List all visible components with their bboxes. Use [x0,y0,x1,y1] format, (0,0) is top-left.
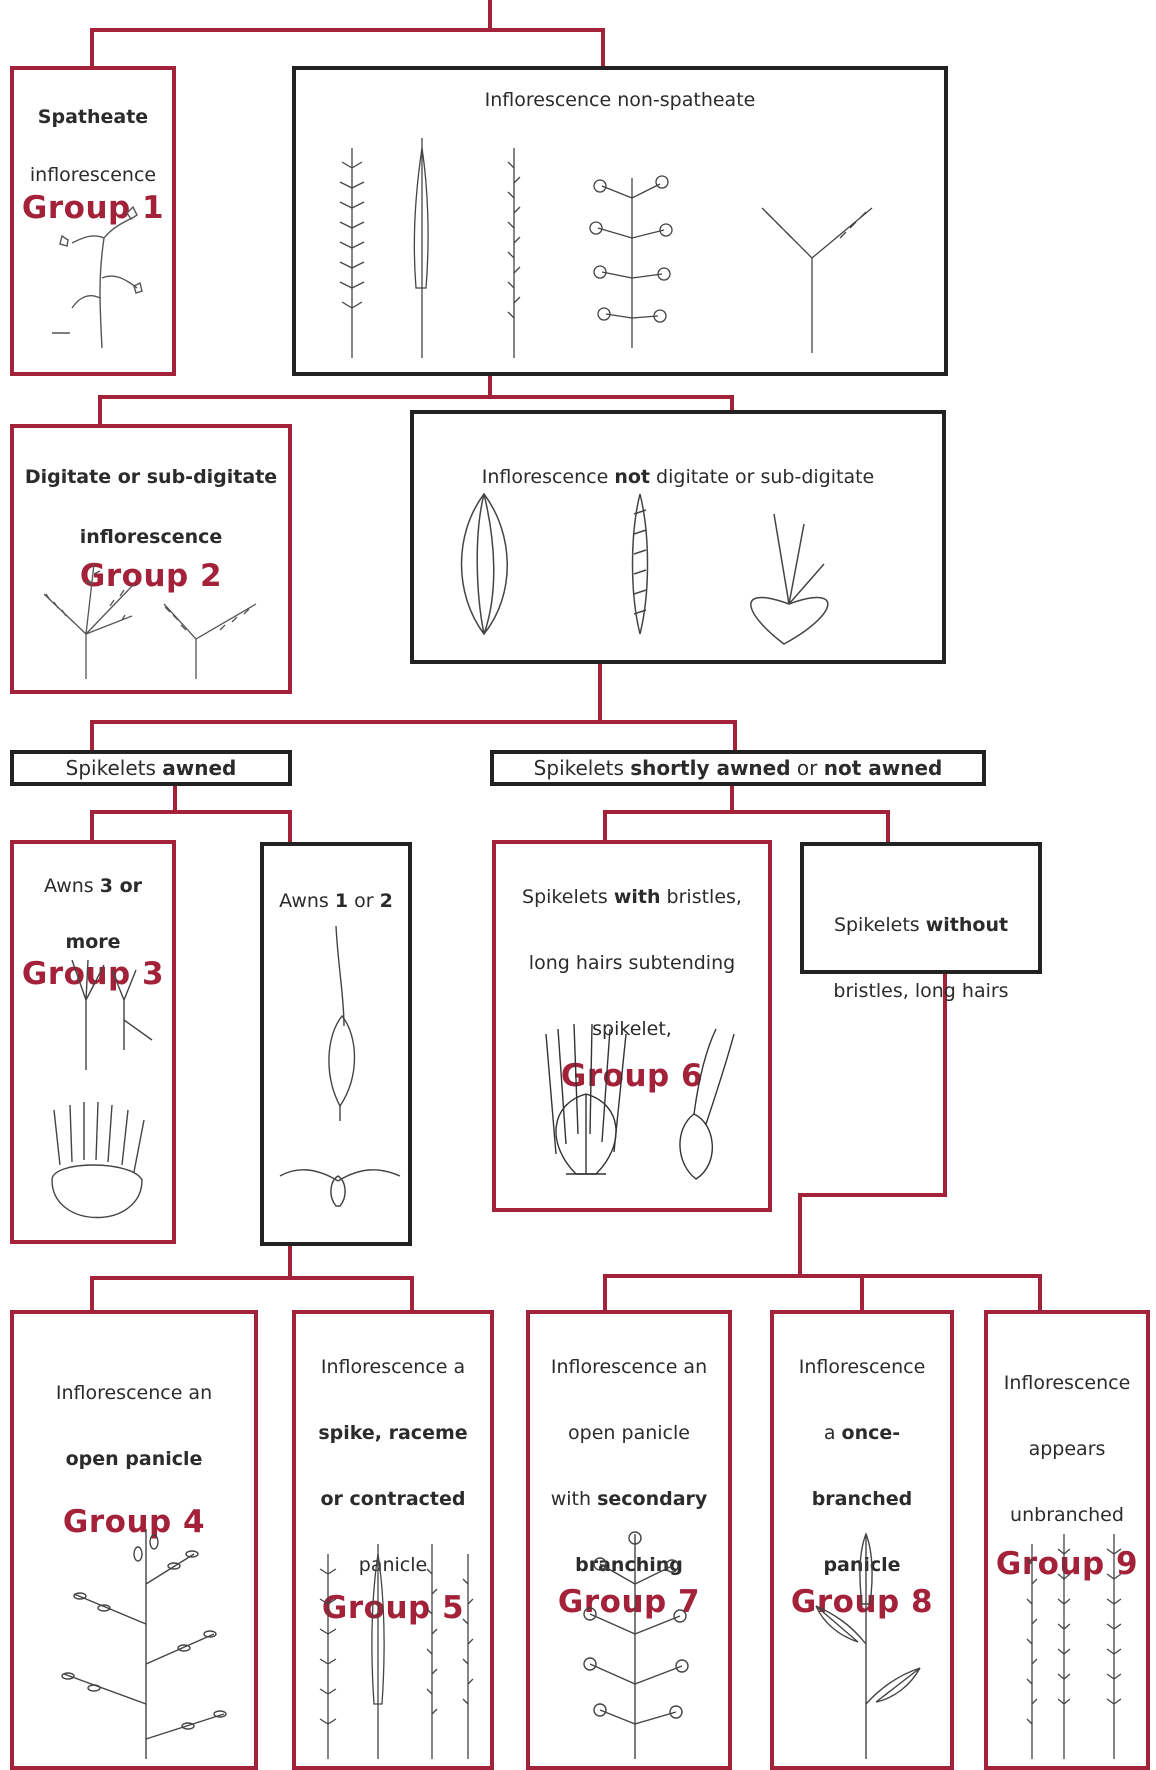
group-4-box: Inflorescence an open panicle Group 4 [10,1310,258,1770]
bristled-spikelet-illustration [526,1024,746,1194]
unbranched-inflorescence-illustration [998,1524,1144,1764]
group-5-line1: Inflorescence a [321,1356,465,1378]
group-6-bold: with [614,886,661,908]
group-3-bold2: more [65,931,120,953]
group-7-line1: Inflorescence an [551,1356,707,1378]
group-2-line1: Digitate or sub-digitate [25,466,277,488]
without-pre: Spikelets [834,914,926,936]
group-6-line2: long hairs subtending [529,952,735,974]
secondary-branched-panicle-illustration [560,1524,710,1764]
group-6-post: bristles, [661,886,742,908]
without-bold: without [926,914,1008,936]
awned-bold: awned [162,756,236,780]
group-7-line3: with [551,1488,597,1510]
one-two-awn-illustration [274,906,406,1236]
group-2-box: Digitate or sub-digitate inflorescence G… [10,424,292,694]
group-8-box: Inflorescence a once- branched panicle G… [770,1310,954,1770]
group-5-bold2: or contracted [321,1488,466,1510]
short-awned-bold1: shortly awned [630,756,790,780]
group-1-box: Spatheate inflorescence Group 1 [10,66,176,376]
group-4-line1: Inflorescence an [56,1382,212,1404]
short-awned-bold2: not awned [824,756,943,780]
group-1-line1: Spatheate [38,106,148,128]
group-6-pre: Spikelets [522,886,614,908]
without-line2: bristles, long hairs [833,980,1008,1002]
three-awn-spikelet-illustration [32,960,162,1240]
group-7-line2: open panicle [568,1422,690,1444]
group-6-box: Spikelets with bristles, long hairs subt… [492,840,772,1212]
spike-raceme-illustration [308,1534,486,1764]
group-4-bold: open panicle [66,1448,203,1470]
spatheate-inflorescence-illustration [42,198,152,358]
spikelets-shortly-awned-label: Spikelets shortly awned or not awned [490,750,986,786]
group-1-line2: inflorescence [30,164,156,186]
non-spatheate-text: Inflorescence non-spatheate [296,70,944,117]
group-9-box: Inflorescence appears unbranched Group 9 [984,1310,1150,1770]
non-spatheate-box: Inflorescence non-spatheate [292,66,948,376]
short-awned-mid: or [791,756,824,780]
group-9-line3: unbranched [1010,1504,1124,1526]
group-8-line1: Inflorescence [799,1356,926,1378]
non-spatheate-illustrations [312,128,932,368]
digitate-inflorescence-illustration [24,544,286,684]
group-3-pre: Awns [44,875,100,897]
group-8-bold2: once- [842,1422,901,1444]
group-5-bold1: spike, raceme [318,1422,467,1444]
spikelet-illustrations [444,474,914,654]
group-3-bold1: 3 [100,875,113,897]
spikelets-awned-label: Spikelets awned [10,750,292,786]
group-9-line2: appears [1029,1438,1106,1460]
group-5-box: Inflorescence a spike, raceme or contrac… [292,1310,494,1770]
group-3-mid: or [113,875,142,897]
group-3-box: Awns 3 or more Group 3 [10,840,176,1244]
short-awned-pre: Spikelets [534,756,631,780]
without-bristles-box: Spikelets without bristles, long hairs [800,842,1042,974]
group-9-line1: Inflorescence [1004,1372,1131,1394]
not-digitate-box: Inflorescence not digitate or sub-digita… [410,410,946,664]
group-7-box: Inflorescence an open panicle with secon… [526,1310,732,1770]
awned-pre: Spikelets [66,756,163,780]
group-7-bold3: secondary [597,1488,707,1510]
open-panicle-illustration [34,1524,244,1764]
group-8-bold3: branched [812,1488,913,1510]
group-8-line2: a [824,1422,842,1444]
once-branched-panicle-illustration [794,1524,938,1764]
awns-1-or-2-box: Awns 1 or 2 [260,842,412,1246]
